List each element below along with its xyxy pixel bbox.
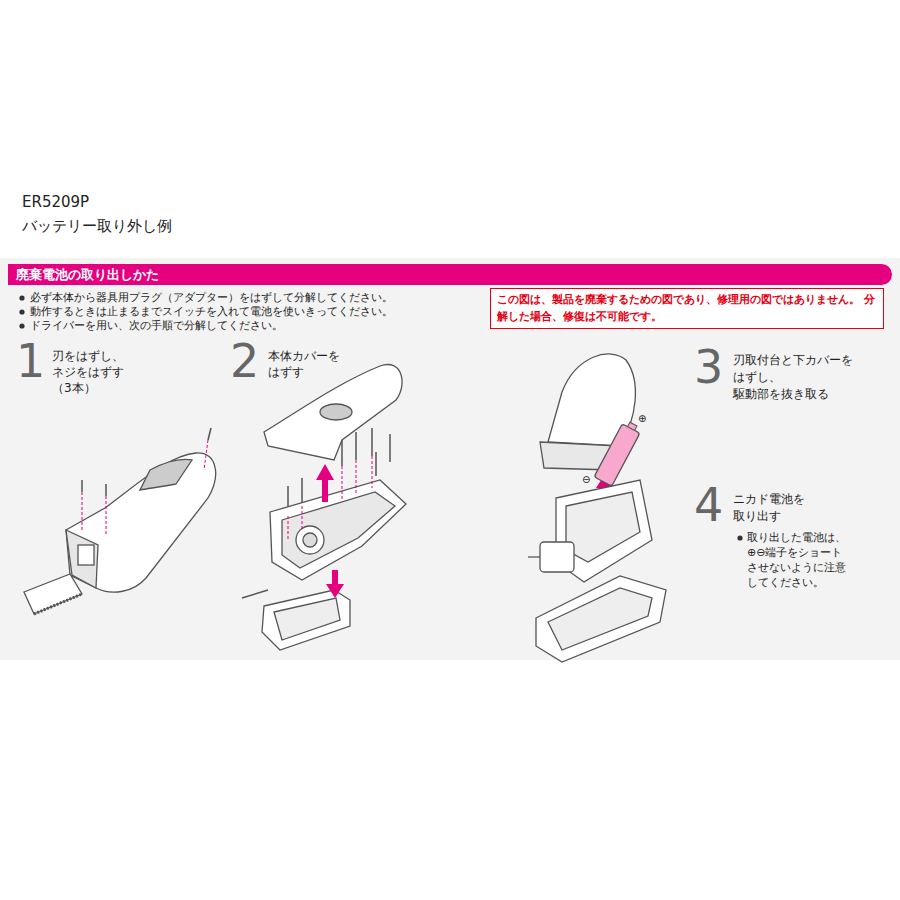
- step-text: 刃取付台と下カバーを はずし、 駆動部を抜き取る: [733, 352, 859, 402]
- screw-leaders: [288, 456, 372, 540]
- step-text: 本体カバーを はずす: [268, 348, 352, 380]
- note-text: 必ず本体から器具用プラグ（アダプター）をはずして分解してください。: [30, 290, 393, 305]
- caution-note: 取り出した電池は、 ⊕⊖端子をショート させないように注意 してください。: [747, 531, 853, 590]
- notice-box: この図は、製品を廃棄するための図であり、修理用の図ではありません。 分解した場合…: [490, 288, 884, 329]
- battery: [594, 419, 642, 486]
- node-text: この図は、製品を廃棄するための図であり、修理用の図ではありません。 分解した場合…: [497, 292, 875, 325]
- step-text: 刃をはずし、 ネジをはずす （3本）: [52, 348, 136, 397]
- step-number: 2: [230, 338, 259, 384]
- screw-leaders: [82, 440, 208, 535]
- note-text: ドライバーを用い、次の手順で分解してください。: [30, 318, 283, 333]
- terminal-sign: ⊖: [582, 474, 590, 485]
- step-number: 1: [16, 338, 45, 384]
- node-text: 廃棄電池の取り出しかた: [16, 264, 884, 285]
- terminal-sign: ⊕: [638, 413, 646, 424]
- diagram-title: ER5209P バッテリー取り外し例: [22, 190, 187, 238]
- note-text: 動作するときは止まるまでスイッチを入れて電池を使いきってください。: [30, 304, 393, 319]
- section-band: 廃棄電池の取り出しかた: [8, 264, 892, 285]
- clipper-step3: [528, 354, 666, 662]
- step-number: 3: [694, 344, 723, 390]
- clipper-step1: [24, 453, 216, 614]
- step-number: 4: [694, 482, 723, 528]
- panel-ground: [0, 258, 900, 660]
- step-text: ニカド電池を 取り出す: [733, 491, 817, 525]
- clipper-step2: [262, 365, 406, 650]
